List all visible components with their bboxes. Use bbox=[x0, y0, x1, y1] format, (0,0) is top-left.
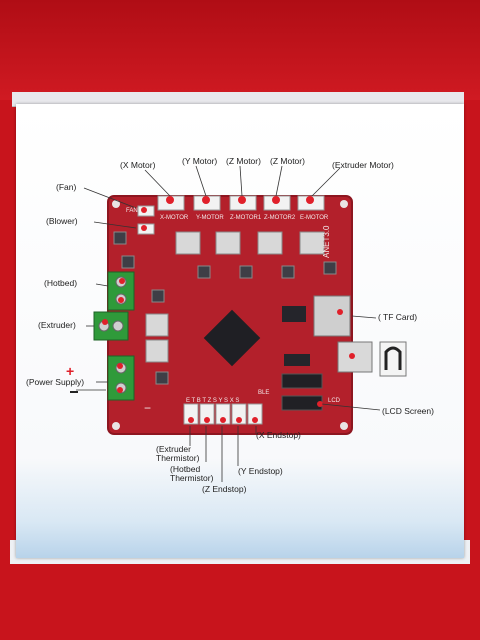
silk-y-motor: Y-MOTOR bbox=[196, 215, 224, 221]
plus-sign: + bbox=[66, 363, 74, 379]
screw-terminals bbox=[93, 271, 135, 401]
mounting-hole bbox=[112, 422, 120, 430]
label-x-endstop: (X Endstop) bbox=[256, 430, 301, 440]
ic-chip bbox=[282, 306, 306, 322]
mounting-hole bbox=[340, 422, 348, 430]
label-power-supply: (Power Supply) bbox=[26, 377, 85, 387]
label-lcd-screen: (LCD Screen) bbox=[382, 406, 434, 416]
label-z-motor-2: (Z Motor) bbox=[270, 156, 305, 166]
label-extruder: (Extruder) bbox=[38, 320, 76, 330]
silk-x-motor: X-MOTOR bbox=[160, 215, 189, 221]
usb-cable-icon bbox=[384, 346, 402, 370]
stepper-drivers bbox=[175, 231, 325, 255]
mounting-hole bbox=[112, 200, 120, 208]
label-hotbed-thermistor-2: Thermistor) bbox=[170, 473, 214, 483]
label-fan: (Fan) bbox=[56, 182, 77, 192]
label-extruder-motor: (Extruder Motor) bbox=[332, 160, 394, 170]
endstop-connectors bbox=[183, 403, 263, 425]
marker-dots bbox=[102, 196, 355, 423]
minus-silk: − bbox=[144, 401, 151, 415]
lcd-header bbox=[281, 395, 323, 411]
mosfet-heatsink bbox=[145, 313, 169, 337]
mosfet-heatsink bbox=[145, 339, 169, 363]
silk-board-name: ANET3.0 bbox=[322, 225, 331, 258]
usb-connector bbox=[337, 341, 373, 373]
silk-z-motor2: Z-MOTOR2 bbox=[264, 215, 296, 221]
label-blower: (Blower) bbox=[46, 216, 78, 226]
motor-connectors bbox=[157, 195, 325, 211]
silk-fan: FAN bbox=[126, 208, 138, 214]
label-z-motor-1: (Z Motor) bbox=[226, 156, 261, 166]
red-background bbox=[0, 0, 480, 100]
ic-chip bbox=[284, 354, 310, 366]
label-extruder-thermistor-1: (Extruder bbox=[156, 444, 191, 454]
silk-e-motor: E-MOTOR bbox=[300, 215, 329, 221]
label-tf-card: ( TF Card) bbox=[378, 312, 418, 322]
silk-endstop-pins: E T B T Z S Y S X S bbox=[186, 398, 240, 404]
silk-ble: BLE bbox=[258, 390, 270, 396]
mounting-hole bbox=[340, 200, 348, 208]
capacitors bbox=[113, 231, 337, 385]
label-y-endstop: (Y Endstop) bbox=[238, 466, 283, 476]
leader-lines bbox=[76, 165, 381, 482]
tf-card-slot bbox=[313, 295, 351, 337]
silk-z-motor1: Z-MOTOR1 bbox=[230, 215, 262, 221]
silk-lcd: LCD bbox=[328, 398, 341, 404]
label-y-motor: (Y Motor) bbox=[182, 156, 218, 166]
label-z-endstop: (Z Endstop) bbox=[202, 484, 247, 494]
label-hotbed: (Hotbed) bbox=[44, 278, 78, 288]
label-x-motor: (X Motor) bbox=[120, 160, 156, 170]
label-extruder-thermistor-2: Thermistor) bbox=[156, 453, 200, 463]
label-hotbed-thermistor-1: (Hotbed bbox=[170, 464, 201, 474]
lcd-header bbox=[281, 373, 323, 389]
